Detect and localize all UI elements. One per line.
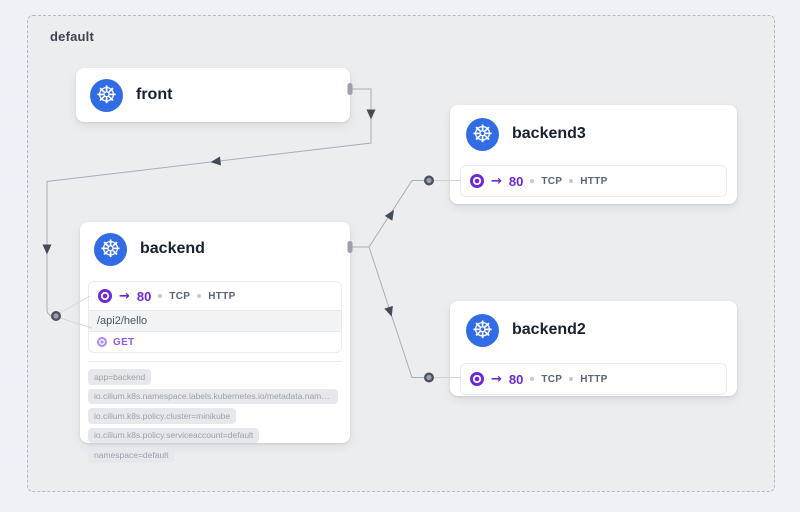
service-card-backend3[interactable]: ☸ backend3 → 80 TCP HTTP bbox=[450, 105, 737, 204]
card-title-row: ☸ front bbox=[76, 68, 350, 122]
method-target-icon bbox=[97, 337, 107, 347]
port-target-icon bbox=[98, 289, 112, 303]
http-path-row[interactable]: /api2/hello bbox=[89, 310, 341, 331]
service-title: front bbox=[136, 86, 173, 103]
service-title: backend2 bbox=[512, 321, 586, 338]
service-title: backend bbox=[140, 240, 205, 257]
kubernetes-logo-icon: ☸ bbox=[94, 232, 127, 266]
kubernetes-logo-icon: ☸ bbox=[90, 78, 123, 112]
protocol-label: HTTP bbox=[580, 373, 608, 385]
separator-dot-icon bbox=[158, 294, 163, 298]
protocol-label: TCP bbox=[541, 373, 563, 385]
card-title-row: ☸ backend bbox=[80, 222, 350, 276]
label-chip: io.cilium.k8s.policy.cluster=minikube bbox=[88, 408, 237, 424]
label-chip: app=backend bbox=[88, 369, 152, 385]
http-path: /api2/hello bbox=[97, 315, 148, 327]
port-row-80[interactable]: → 80 TCP HTTP bbox=[461, 166, 726, 196]
protocol-label: HTTP bbox=[208, 290, 236, 302]
port-number: 80 bbox=[508, 371, 524, 387]
separator-dot-icon bbox=[530, 377, 535, 381]
http-method-row[interactable]: GET bbox=[89, 331, 341, 352]
port-number: 80 bbox=[508, 173, 524, 189]
port-box: → 80 TCP HTTP bbox=[460, 363, 727, 395]
separator-dot-icon bbox=[569, 377, 574, 381]
protocol-label: HTTP bbox=[580, 175, 608, 187]
port-row-80[interactable]: → 80 TCP HTTP bbox=[89, 282, 341, 310]
separator-dot-icon bbox=[197, 294, 202, 298]
port-number: 80 bbox=[136, 288, 152, 304]
namespace-label: default bbox=[50, 29, 95, 44]
card-divider bbox=[88, 361, 342, 362]
arrow-right-icon: → bbox=[491, 173, 502, 189]
label-chip: io.cilium.k8s.policy.serviceaccount=defa… bbox=[88, 427, 260, 443]
separator-dot-icon bbox=[530, 179, 535, 183]
arrow-right-icon: → bbox=[119, 288, 130, 304]
port-box: → 80 TCP HTTP /api2/hello GET bbox=[88, 281, 342, 353]
service-card-front[interactable]: ☸ front bbox=[76, 68, 350, 122]
label-chip: io.cilium.k8s.namespace.labels.kubernete… bbox=[88, 388, 338, 404]
port-target-icon bbox=[470, 372, 484, 386]
protocol-label: TCP bbox=[541, 175, 563, 187]
separator-dot-icon bbox=[569, 179, 574, 183]
service-card-backend2[interactable]: ☸ backend2 → 80 TCP HTTP bbox=[450, 301, 737, 396]
arrow-right-icon: → bbox=[491, 371, 502, 387]
kubernetes-logo-icon: ☸ bbox=[466, 313, 499, 347]
card-title-row: ☸ backend3 bbox=[450, 105, 737, 163]
port-box: → 80 TCP HTTP bbox=[460, 165, 727, 197]
label-chips: app=backend io.cilium.k8s.namespace.labe… bbox=[80, 362, 350, 463]
port-row-80[interactable]: → 80 TCP HTTP bbox=[461, 364, 726, 394]
kubernetes-logo-icon: ☸ bbox=[466, 117, 499, 151]
service-title: backend3 bbox=[512, 125, 586, 142]
http-method: GET bbox=[113, 336, 135, 348]
port-target-icon bbox=[470, 174, 484, 188]
label-chip: namespace=default bbox=[88, 447, 175, 463]
protocol-label: TCP bbox=[169, 290, 191, 302]
service-card-backend[interactable]: ☸ backend → 80 TCP HTTP /api2/hello bbox=[80, 222, 350, 463]
card-title-row: ☸ backend2 bbox=[450, 301, 737, 359]
